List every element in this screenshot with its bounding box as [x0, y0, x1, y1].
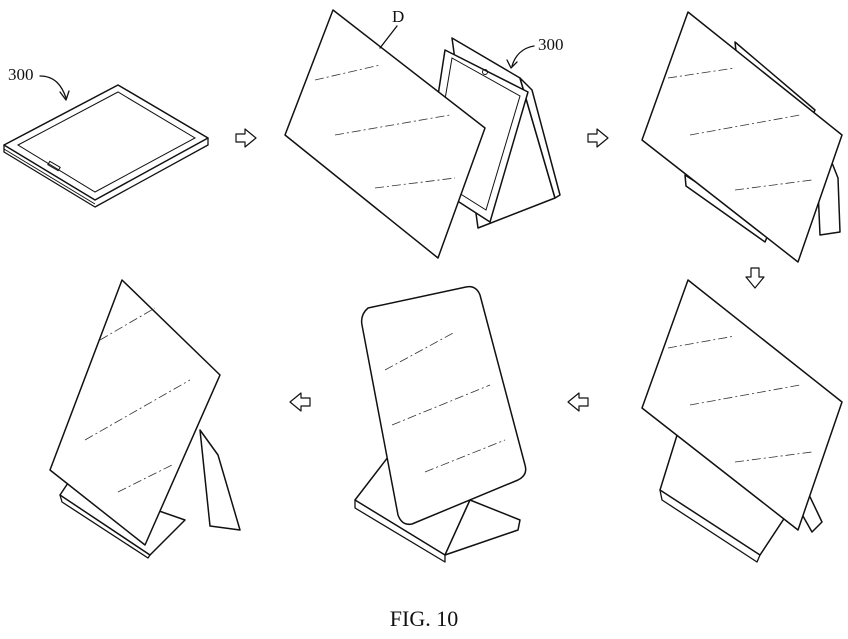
device-ref-label-2: 300: [538, 35, 564, 54]
step-6-portrait-tilted: [49, 279, 241, 559]
step-4-landscape-lowered: [641, 279, 843, 563]
arrow-down: [745, 267, 765, 289]
arrow-left-2: [289, 392, 311, 412]
step-5-portrait-stand: [354, 285, 527, 563]
step-1-folded-device: 300: [3, 65, 209, 208]
step-2-display-detached: D 300: [284, 7, 564, 259]
device-ref-label-1: 300: [8, 65, 34, 84]
arrow-left-1: [567, 392, 589, 412]
arrow-right-2: [587, 128, 609, 148]
step-3-mounted-landscape: [641, 11, 843, 263]
display-ref-label: D: [392, 7, 404, 26]
figure-caption: FIG. 10: [390, 606, 458, 631]
arrow-right-1: [235, 128, 257, 148]
